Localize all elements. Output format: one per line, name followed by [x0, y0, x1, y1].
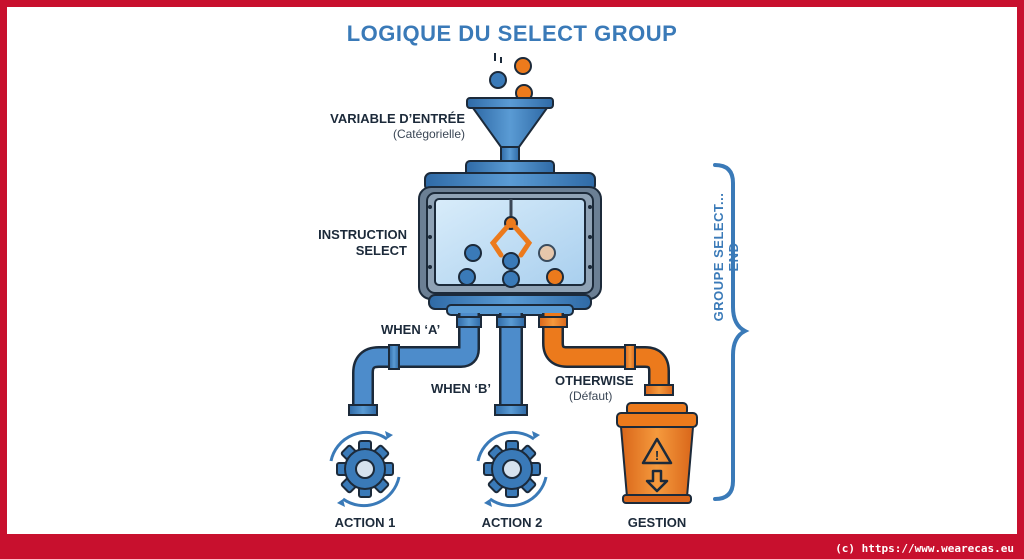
instruction-label-line1: INSTRUCTION	[318, 227, 407, 242]
select-group-illustration: !	[329, 53, 750, 508]
footer-credit: (c) https://www.wearecas.eu	[835, 542, 1014, 555]
pipe-otherwise	[538, 313, 674, 396]
trash-bin-icon: !	[616, 402, 698, 504]
select-machine	[418, 160, 602, 316]
gear-icon-action-2	[476, 430, 548, 508]
svg-text:!: !	[655, 448, 659, 463]
output-gestion-label: GESTION	[627, 515, 687, 530]
branch-otherwise-label: OTHERWISE	[555, 373, 634, 388]
funnel-icon	[466, 97, 554, 164]
branch-when-b-label: WHEN ‘B’	[431, 381, 491, 396]
input-sublabel: (Catégorielle)	[392, 127, 465, 141]
branch-when-a-label: WHEN ‘A’	[381, 322, 441, 337]
diagram-title: LOGIQUE DU SELECT GROUP	[346, 21, 678, 46]
brace-label: GROUPE SELECT... END	[711, 192, 741, 322]
group-brace	[713, 163, 750, 501]
diagram-panel: LOGIQUE DU SELECT GROUP	[7, 7, 1017, 534]
instruction-label-line2: SELECT	[355, 243, 407, 258]
input-balls	[489, 53, 533, 102]
input-label: VARIABLE D’ENTRÉE	[330, 111, 465, 126]
pipe-when-b	[494, 313, 528, 416]
output-action-2-label: ACTION 2	[481, 515, 543, 530]
pipe-when-a	[348, 313, 482, 416]
gear-icon-action-1	[329, 430, 401, 508]
branch-otherwise-sublabel: (Défaut)	[569, 389, 613, 403]
output-action-1-label: ACTION 1	[334, 515, 396, 530]
